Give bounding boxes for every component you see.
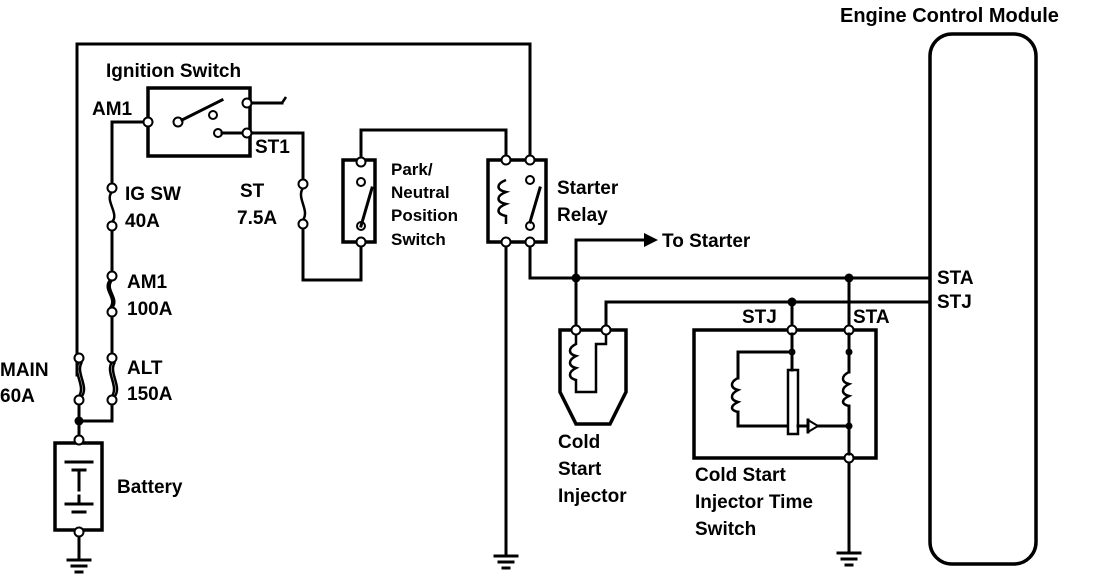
ecm-body bbox=[928, 32, 1038, 566]
injector-coil bbox=[568, 334, 608, 394]
ignition-switch-body bbox=[146, 86, 252, 158]
fuse-ig-sw-rating: 40A bbox=[125, 211, 160, 232]
fuse-am1 bbox=[106, 270, 118, 318]
fuse-main bbox=[73, 352, 86, 406]
wires bbox=[75, 42, 932, 562]
ground-timer-icon bbox=[836, 551, 862, 567]
fuse-main-name: MAIN bbox=[0, 360, 49, 381]
relay-label-line1: Starter bbox=[557, 178, 619, 199]
wire-to-starter bbox=[574, 238, 647, 280]
to-starter-arrow bbox=[644, 233, 658, 247]
starter-relay bbox=[486, 154, 548, 248]
switch-blade bbox=[179, 97, 225, 123]
am1-terminal bbox=[142, 116, 154, 128]
fuse-main-rating: 60A bbox=[0, 386, 35, 407]
to-starter-label: To Starter bbox=[662, 231, 751, 252]
ign-terminal bbox=[241, 97, 253, 109]
ecm-label: Engine Control Module bbox=[840, 5, 1059, 27]
ign-out-arrow bbox=[280, 96, 288, 104]
timer-label-line3: Switch bbox=[695, 519, 756, 540]
pnp-label-line2: Neutral bbox=[391, 183, 450, 202]
park-neutral-switch bbox=[341, 156, 377, 248]
pnp-label-line4: Switch bbox=[391, 230, 446, 249]
timer-sta-label: STA bbox=[853, 307, 890, 328]
junction-dot-sta-timer bbox=[844, 273, 854, 283]
timer-bimetal bbox=[786, 368, 800, 436]
ignition-switch bbox=[142, 86, 288, 158]
wire-alt-junction bbox=[77, 398, 114, 423]
wire-stfuse-pnp bbox=[301, 226, 363, 282]
ground-battery-icon bbox=[66, 558, 92, 574]
fuse-st-name: ST bbox=[240, 181, 265, 202]
relay-coil bbox=[497, 178, 511, 224]
ignition-switch-label: Ignition Switch bbox=[106, 61, 241, 82]
ecm-sta-label: STA bbox=[937, 268, 974, 289]
junction-dot-sta bbox=[571, 273, 581, 283]
battery-label: Battery bbox=[117, 477, 183, 498]
fuse-ig-sw bbox=[106, 182, 118, 232]
timer-heater-coil-right bbox=[841, 370, 853, 408]
wire-relay-out bbox=[528, 240, 578, 280]
st1-terminal-label: ST1 bbox=[255, 137, 290, 158]
wire-pnp-relay bbox=[359, 128, 508, 162]
ground-relay-icon bbox=[493, 554, 519, 570]
fuse-st bbox=[297, 178, 309, 230]
timer-heater-coil-left bbox=[730, 376, 742, 414]
fuse-ig-sw-name: IG SW bbox=[125, 184, 181, 205]
timer-label-line1: Cold Start bbox=[695, 465, 786, 486]
pnp-label-line3: Position bbox=[391, 206, 458, 225]
relay-body bbox=[486, 158, 548, 244]
ecm-stj-label: STJ bbox=[937, 292, 972, 313]
wire-top bbox=[75, 42, 532, 377]
fuse-alt-name: ALT bbox=[127, 358, 163, 379]
injector-label-line1: Cold bbox=[558, 432, 600, 453]
ign-contact bbox=[208, 110, 218, 120]
timer-stj-label: STJ bbox=[742, 307, 777, 328]
fuse-am1-name: AM1 bbox=[127, 272, 168, 293]
fuse-am1-rating: 100A bbox=[127, 299, 173, 320]
am1-terminal-label: AM1 bbox=[92, 99, 133, 120]
pnp-label-line1: Park/ bbox=[391, 160, 433, 179]
injector-label-line2: Start bbox=[558, 459, 602, 480]
relay-label-line2: Relay bbox=[557, 205, 608, 226]
fuse-st-rating: 7.5A bbox=[237, 208, 277, 229]
st1-terminal bbox=[241, 127, 253, 139]
wire-stj bbox=[604, 300, 932, 332]
junction-dot-battery bbox=[74, 416, 84, 426]
wire-st1-fuse bbox=[245, 131, 305, 182]
battery bbox=[53, 434, 104, 538]
fuse-alt-rating: 150A bbox=[127, 384, 173, 405]
cold-start-time-switch bbox=[692, 324, 878, 464]
cold-start-injector bbox=[558, 324, 628, 426]
injector-body bbox=[558, 328, 628, 426]
junction-dot-stj bbox=[787, 297, 797, 307]
fuse-alt bbox=[106, 352, 119, 406]
injector-label-line3: Injector bbox=[558, 486, 627, 507]
timer-label-line2: Injector Time bbox=[695, 492, 813, 513]
wire-am1-bus bbox=[110, 120, 150, 185]
